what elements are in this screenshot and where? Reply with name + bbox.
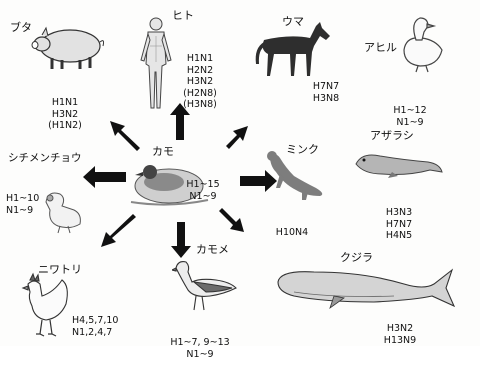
chicken-icon [20, 272, 74, 342]
subtypes-mink: H10N4 [268, 204, 316, 262]
animal-name-mallard: カモ [152, 146, 174, 158]
animal-name-human: ヒト [172, 10, 194, 22]
subtypes-turkey: H1~10N1~9 [6, 170, 46, 239]
mink-icon [258, 148, 330, 204]
arrow-icon [110, 121, 140, 151]
animal-name-turkey: シチメンチョウ [8, 152, 82, 164]
subtypes-gull: H1~7, 9~13N1~9 [160, 314, 240, 383]
duck-icon [396, 14, 450, 74]
influenza-host-diagram: ブタ H1N1H3N2(H1N2) ヒト H1N1H2N2H3N2(H2N8)(… [0, 0, 480, 346]
subtypes-seal: H3N3H7N7H4N5 [376, 184, 422, 265]
animal-name-chicken: ニワトリ [38, 264, 82, 276]
animal-name-mink: ミンク [286, 144, 319, 156]
animal-name-gull: カモメ [196, 244, 229, 256]
animal-name-horse: ウマ [282, 16, 304, 28]
human-icon [136, 16, 176, 112]
turkey-icon [40, 186, 86, 234]
animal-name-seal: アザラシ [370, 130, 414, 142]
pig-icon [28, 22, 106, 72]
animal-name-pig: ブタ [10, 22, 32, 34]
gull-icon [172, 258, 240, 316]
subtypes-pig: H1N1H3N2(H1N2) [40, 74, 90, 155]
arrow-icon [83, 166, 126, 188]
subtypes-chicken: H4,5,7,10N1,2,4,7 [72, 292, 140, 361]
subtypes-mallard: H1~15N1~9 [180, 156, 226, 225]
arrow-icon [171, 222, 191, 258]
subtypes-human: H1N1H2N2H3N2(H2N8)(H3N8) [172, 30, 228, 134]
subtypes-horse: H7N7H3N8 [304, 58, 348, 127]
arrow-icon [226, 126, 248, 149]
animal-name-whale: クジラ [340, 252, 373, 264]
animal-name-duck: アヒル [364, 42, 397, 54]
subtypes-whale: H3N2H13N9 [372, 300, 428, 369]
whale-icon [274, 262, 456, 314]
arrow-icon [101, 214, 136, 247]
